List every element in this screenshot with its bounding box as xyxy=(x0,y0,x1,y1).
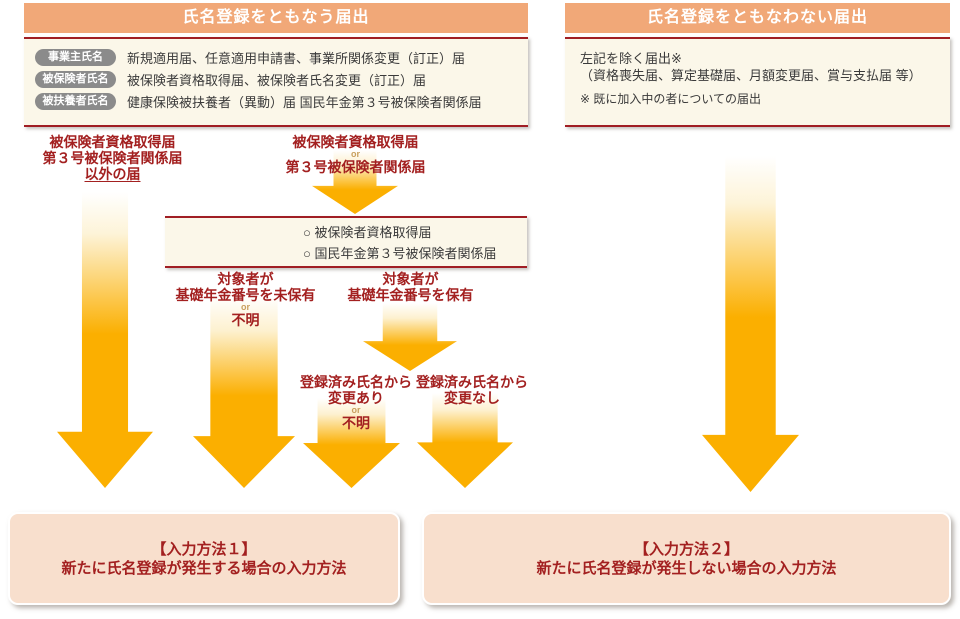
label-line: 第３号被保険者関係届 xyxy=(285,159,426,175)
insured-name-docs: 被保険者資格取得届、被保険者氏名変更（訂正）届 xyxy=(127,72,427,88)
method1-subtitle: 新たに氏名登録が発生する場合の入力方法 xyxy=(61,559,347,577)
label-line: 対象者が xyxy=(217,271,274,287)
arrow-name-unchanged-flow xyxy=(417,393,513,488)
method2-subtitle: 新たに氏名登録が発生しない場合の入力方法 xyxy=(536,559,837,577)
label-no-pension-number: 対象者が 基礎年金番号を未保有 or 不明 xyxy=(163,271,328,328)
header-without-registration: 氏名登録をともなわない届出 xyxy=(565,3,950,33)
label-line: 変更なし xyxy=(444,390,500,406)
excluded-docs-line2: （資格喪失届、算定基礎届、月額変更届、賞与支払届 等） xyxy=(580,68,922,83)
list-item: ○ 被保険者資格取得届 xyxy=(303,225,432,240)
with-registration-box: 事業主氏名 新規適用届、任意適用申請書、事業所関係変更（訂正）届 被保険者氏名 … xyxy=(24,37,528,127)
method1-title: 【入力方法１】 xyxy=(151,540,257,558)
dependent-name-docs: 健康保険被扶養者（異動）届 国民年金第３号被保険者関係届 xyxy=(127,94,482,110)
method2-title: 【入力方法２】 xyxy=(633,540,739,558)
or-connector: or xyxy=(351,405,361,415)
label-line: 対象者が xyxy=(382,271,439,287)
insured-name-badge: 被保険者氏名 xyxy=(35,70,116,88)
label-line: 登録済み氏名から xyxy=(416,374,528,390)
label-line: 不明 xyxy=(342,415,370,431)
table-row: 事業主氏名 新規適用届、任意適用申請書、事業所関係変更（訂正）届 xyxy=(24,46,528,68)
label-line: 被保険者資格取得届 xyxy=(292,134,419,150)
employer-name-badge: 事業主氏名 xyxy=(35,48,116,66)
acquisition-docs-box: ○ 被保険者資格取得届 ○ 国民年金第３号被保険者関係届 xyxy=(165,216,527,268)
or-connector: or xyxy=(351,149,360,159)
arrow-other-docs-flow xyxy=(57,192,153,488)
header-with-registration: 氏名登録をともなう届出 xyxy=(24,3,528,33)
label-line: 基礎年金番号を未保有 xyxy=(175,287,316,303)
label-line: 基礎年金番号を保有 xyxy=(347,287,474,303)
label-line: 不明 xyxy=(231,312,260,328)
label-line: 第３号被保険者関係届 xyxy=(42,150,183,166)
label-name-unchanged: 登録済み氏名から 変更なし xyxy=(408,374,536,406)
label-name-changed: 登録済み氏名から 変更あり or 不明 xyxy=(294,374,418,431)
list-item: ○ 国民年金第３号被保険者関係届 xyxy=(303,246,497,261)
label-line: 登録済み氏名から xyxy=(300,374,412,390)
excluded-docs-line1: 左記を除く届出※ xyxy=(580,51,682,66)
without-registration-box: 左記を除く届出※ （資格喪失届、算定基礎届、月額変更届、賞与支払届 等） ※ 既… xyxy=(565,37,950,127)
result-method2-box: 【入力方法２】 新たに氏名登録が発生しない場合の入力方法 xyxy=(422,512,951,605)
label-other-docs: 被保険者資格取得届 第３号被保険者関係届 以外の届 xyxy=(30,134,195,182)
label-has-pension-number: 対象者が 基礎年金番号を保有 xyxy=(328,271,493,303)
label-line: 以外の届 xyxy=(84,166,141,182)
result-method1-box: 【入力方法１】 新たに氏名登録が発生する場合の入力方法 xyxy=(8,512,400,605)
or-connector: or xyxy=(241,302,250,312)
table-row: 被保険者氏名 被保険者資格取得届、被保険者氏名変更（訂正）届 xyxy=(24,68,528,90)
label-acquisition-docs: 被保険者資格取得届 or 第３号被保険者関係届 xyxy=(273,134,438,175)
label-line: 被保険者資格取得届 xyxy=(49,134,176,150)
arrow-no-registration-flow xyxy=(702,156,799,492)
label-line: 変更あり xyxy=(328,390,384,406)
employer-name-docs: 新規適用届、任意適用申請書、事業所関係変更（訂正）届 xyxy=(127,50,466,66)
table-row: 被扶養者氏名 健康保険被扶養者（異動）届 国民年金第３号被保険者関係届 xyxy=(24,90,528,112)
dependent-name-badge: 被扶養者氏名 xyxy=(35,92,116,110)
excluded-docs-note: ※ 既に加入中の者についての届出 xyxy=(580,92,762,106)
arrow-has-number xyxy=(363,303,457,371)
